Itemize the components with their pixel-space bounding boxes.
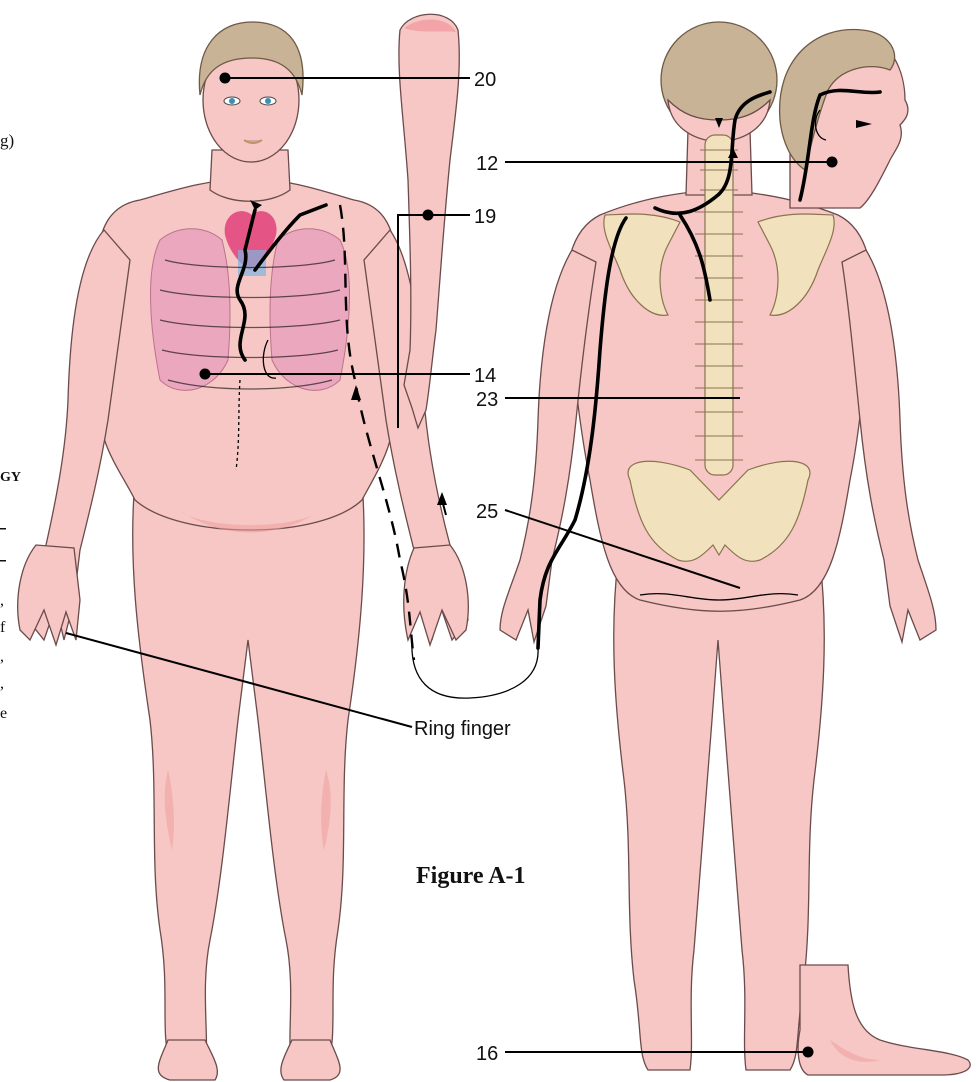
profile-head: [780, 30, 908, 208]
side-foot: [798, 965, 970, 1075]
point-16-marker: [803, 1047, 814, 1058]
fragment-dash: [0, 528, 6, 530]
fragment-text: ,: [0, 675, 4, 692]
back-arm-left: [500, 250, 596, 642]
point-19-marker: [423, 210, 434, 221]
isolated-arm: [399, 14, 459, 428]
label-point-12: 12: [476, 153, 498, 175]
arm-outline: [399, 14, 459, 428]
front-foot-left: [158, 1040, 217, 1080]
foot-outline: [798, 965, 970, 1075]
fragment-text: ,: [0, 648, 4, 665]
fragment-text: e: [0, 705, 7, 722]
label-point-23: 23: [476, 389, 498, 411]
vertebral-column: [705, 135, 733, 475]
label-point-19: 19: [474, 206, 496, 228]
point-12-marker: [827, 157, 838, 168]
fragment-dash: [0, 560, 6, 562]
fragment-text: ,: [0, 592, 4, 609]
fragment-text: g): [0, 131, 14, 150]
back-legs: [614, 560, 825, 1070]
lung-left: [151, 229, 230, 391]
front-body: [18, 22, 469, 1080]
iris-left: [229, 98, 235, 104]
label-point-16: 16: [476, 1043, 498, 1065]
mouth: [244, 140, 262, 143]
iris-right: [265, 98, 271, 104]
connecting-loop: [412, 640, 538, 698]
label-point-14: 14: [474, 365, 496, 387]
lung-right: [270, 229, 349, 391]
front-hand-left: [18, 545, 80, 645]
label-point-20: 20: [474, 69, 496, 91]
figure-caption: Figure A-1: [416, 863, 526, 889]
fragment-text: GY: [0, 470, 21, 485]
left-text-fragments: g) GY , f , , e: [0, 131, 21, 722]
front-hand-right: [404, 545, 469, 645]
label-ring-finger: Ring finger: [414, 718, 511, 740]
label-point-25: 25: [476, 501, 498, 523]
fragment-text: f: [0, 619, 6, 636]
front-foot-right: [281, 1040, 340, 1080]
point-20-marker: [220, 73, 231, 84]
point-14-marker: [200, 369, 211, 380]
